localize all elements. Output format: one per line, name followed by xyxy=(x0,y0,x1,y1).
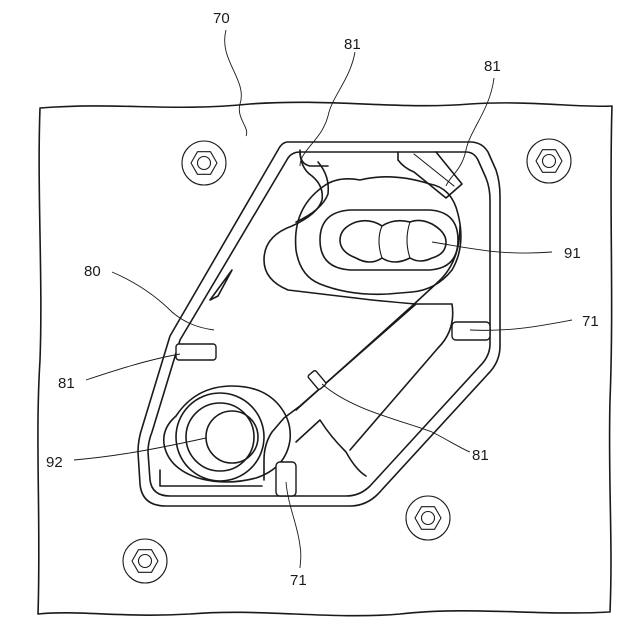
leader-80 xyxy=(112,272,214,330)
nut-bottom-right xyxy=(406,496,450,540)
label-81-top-right: 81 xyxy=(484,58,501,75)
boss-71-bottom xyxy=(276,462,296,496)
nut-top-left xyxy=(182,141,226,185)
rib-81-top-right xyxy=(398,152,462,198)
lower-channel xyxy=(296,420,366,476)
port-91-inner xyxy=(340,220,446,262)
label-80: 80 xyxy=(84,263,101,280)
leader-81-left xyxy=(86,354,180,380)
label-92: 92 xyxy=(46,454,63,471)
label-71-bottom: 71 xyxy=(290,572,307,589)
nut-top-right xyxy=(527,139,571,183)
label-70: 70 xyxy=(213,10,230,27)
port-92-inner xyxy=(206,411,258,463)
port-91-lobe-mid xyxy=(379,222,410,258)
label-81-center: 81 xyxy=(472,447,489,464)
leader-70 xyxy=(225,30,247,136)
rib-81-left xyxy=(176,344,216,360)
gasket-inner xyxy=(148,152,490,496)
base-plate xyxy=(38,102,612,615)
label-81-left: 81 xyxy=(58,375,75,392)
leader-91 xyxy=(432,242,552,253)
boss-71-right xyxy=(452,322,490,340)
label-91: 91 xyxy=(564,245,581,262)
ledge-upper-left xyxy=(264,150,416,304)
label-71-right: 71 xyxy=(582,313,599,330)
nut-bottom-left xyxy=(123,539,167,583)
rib-81-center xyxy=(307,370,326,390)
label-81-top-left: 81 xyxy=(344,36,361,53)
leader-81-top-right xyxy=(446,78,494,186)
port-92-outer xyxy=(176,393,264,481)
leader-81-top-left xyxy=(300,52,355,166)
channel-wall-3 xyxy=(350,304,453,450)
